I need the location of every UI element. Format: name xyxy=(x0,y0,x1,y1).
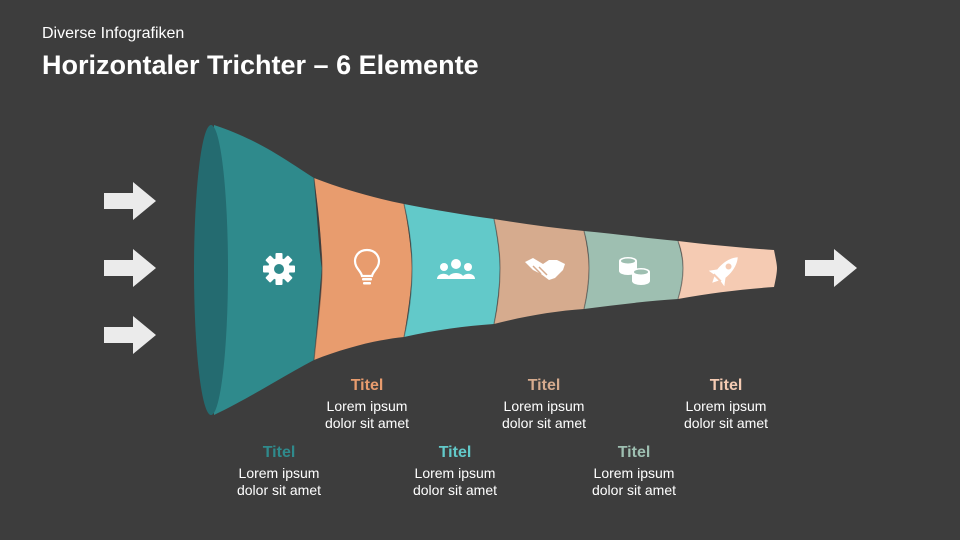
slide-subtitle: Diverse Infografiken xyxy=(42,25,185,42)
label-title: Titel xyxy=(709,377,743,394)
label-text-line1: Lorem ipsum xyxy=(414,465,496,481)
gear-icon xyxy=(263,253,295,285)
label-element-6: Titel Lorem ipsum dolor sit amet xyxy=(646,376,806,432)
label-text-line1: Lorem ipsum xyxy=(238,465,320,481)
label-text-line2: dolor sit amet xyxy=(412,482,498,498)
label-text-line2: dolor sit amet xyxy=(236,482,322,498)
input-arrow-2-icon xyxy=(104,249,156,287)
label-element-3: Titel Lorem ipsum dolor sit amet xyxy=(375,443,535,499)
coins-icon xyxy=(619,257,650,285)
lightbulb-icon xyxy=(353,248,381,285)
rocket-icon xyxy=(708,257,738,287)
input-arrow-3-icon xyxy=(104,316,156,354)
label-text-line1: Lorem ipsum xyxy=(593,465,675,481)
label-title: Titel xyxy=(527,377,561,394)
label-title: Titel xyxy=(350,377,384,394)
funnel-segment-2 xyxy=(314,178,412,360)
label-element-2: Titel Lorem ipsum dolor sit amet xyxy=(287,376,447,432)
label-title: Titel xyxy=(617,444,651,461)
label-text-line2: dolor sit amet xyxy=(324,415,410,431)
label-element-5: Titel Lorem ipsum dolor sit amet xyxy=(554,443,714,499)
funnel-segment-3 xyxy=(404,204,500,337)
label-text-line2: dolor sit amet xyxy=(501,415,587,431)
label-text-line2: dolor sit amet xyxy=(683,415,769,431)
output-arrow-icon xyxy=(805,249,857,287)
label-text-line2: dolor sit amet xyxy=(591,482,677,498)
slide-title: Horizontaler Trichter – 6 Elemente xyxy=(42,50,479,80)
label-text-line1: Lorem ipsum xyxy=(503,398,585,414)
label-text-line1: Lorem ipsum xyxy=(685,398,767,414)
funnel-rim xyxy=(194,125,228,415)
label-title: Titel xyxy=(438,444,472,461)
label-element-1: Titel Lorem ipsum dolor sit amet xyxy=(199,443,359,499)
input-arrow-1-icon xyxy=(104,182,156,220)
label-text-line1: Lorem ipsum xyxy=(326,398,408,414)
label-title: Titel xyxy=(262,444,296,461)
handshake-icon xyxy=(525,258,565,280)
label-element-4: Titel Lorem ipsum dolor sit amet xyxy=(464,376,624,432)
team-icon xyxy=(437,259,475,279)
